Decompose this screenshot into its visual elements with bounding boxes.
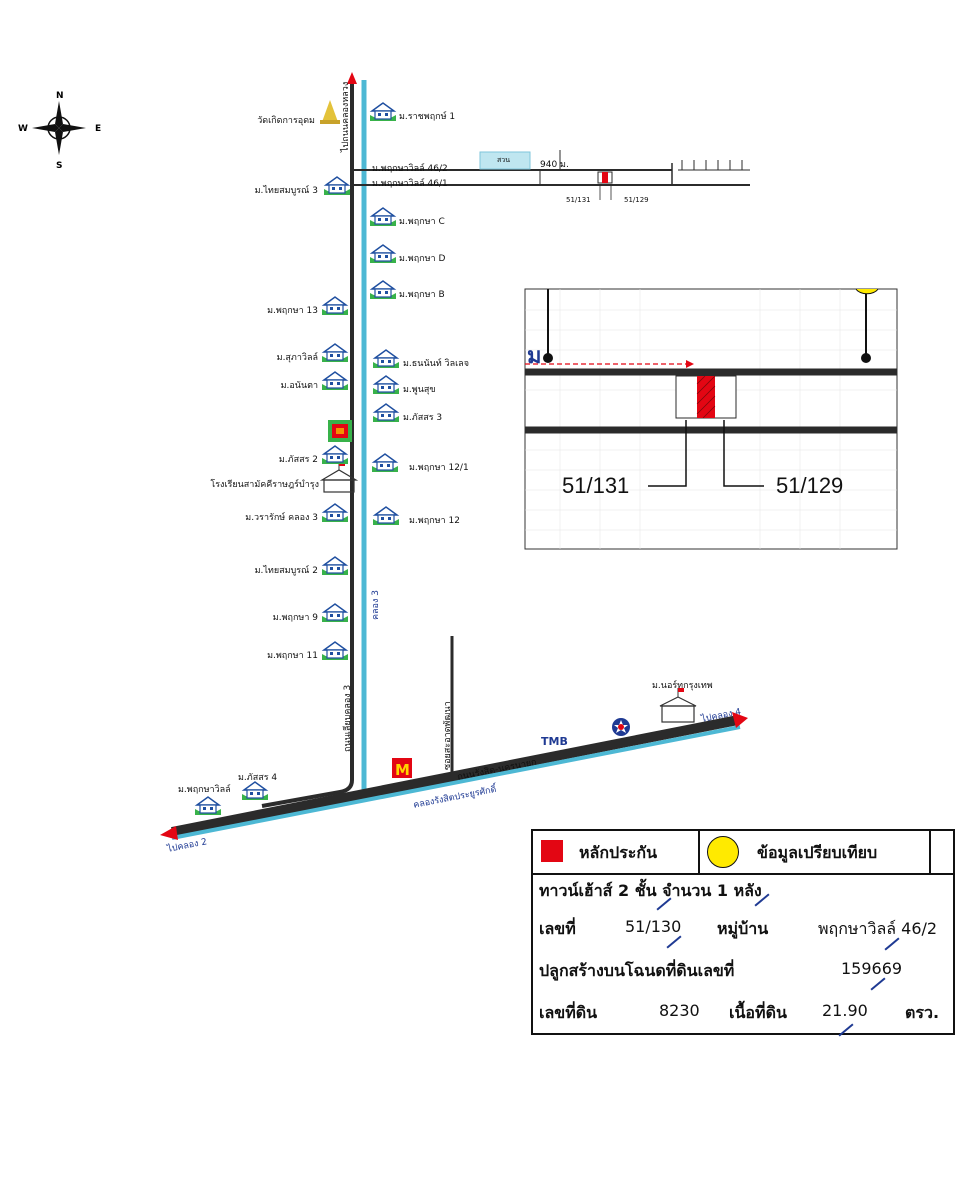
house-icon: [321, 343, 349, 362]
legend-property-type: ทาวน์เฮ้าส์ 2 ชั้น จำนวน 1 หลัง: [539, 881, 762, 900]
compass-n: N: [56, 91, 64, 101]
collateral-swatch-icon: [541, 840, 563, 862]
place-north-bangkok-univ: ม.นอร์ทกรุงเทพ: [652, 681, 713, 691]
location-inset: [524, 288, 898, 550]
arrow-to-2: [160, 826, 178, 840]
legend-no-label: เลขที่: [539, 919, 576, 938]
place-passorn-4: ม.ภัสสร 4: [238, 773, 278, 783]
place-passorn-2: ม.ภัสสร 2: [278, 455, 318, 465]
park-label: สวน: [497, 156, 510, 164]
place-school: โรงเรียนสามัคคีราษฎร์บำรุง: [210, 480, 319, 490]
house-icon: [369, 280, 397, 299]
legend-deed-value: 159669: [841, 959, 903, 978]
road-arrow-up: [347, 72, 357, 84]
inset-plot-b: 51/129: [776, 473, 844, 498]
place-poonsuk: ม.พูนสุข: [403, 385, 436, 395]
legend-header: หลักประกัน ข้อมูลเปรียบเทียบ: [533, 831, 953, 875]
house-icon: [321, 371, 349, 390]
inset-m-label: ม: [527, 344, 542, 369]
house-icon: [241, 781, 269, 800]
house-icon: [372, 375, 400, 394]
place-pruksa-12: ม.พฤกษา 12: [409, 516, 460, 526]
compass-icon: [32, 101, 86, 155]
place-thaisomboon-3: ม.ไทยสมบูรณ์ 3: [254, 186, 318, 196]
place-pruksaville: ม.พฤกษาวิลล์: [178, 785, 231, 795]
temple-icon: [320, 100, 340, 124]
svg-text:M: M: [395, 761, 410, 779]
comparison-swatch-icon: [707, 836, 739, 868]
distance-label: 940 ม.: [540, 160, 569, 170]
legend-village-label: หมู่บ้าน: [717, 919, 769, 938]
place-ratchapruek-1: ม.ราชพฤกษ์ 1: [399, 112, 456, 122]
compass-s: S: [56, 161, 62, 171]
place-wararak: ม.วรารักษ์ คลอง 3: [245, 513, 318, 523]
university-icon: [659, 688, 697, 723]
place-ananta: ม.อนันตา: [280, 381, 318, 391]
main-road: [171, 715, 739, 837]
branch-label-2: ม.พฤกษาวิลล์ 46/1: [372, 179, 448, 189]
legend-no-value: 51/130: [625, 917, 682, 936]
house-icon: [372, 403, 400, 422]
place-pruksa-c: ม.พฤกษา C: [399, 217, 445, 227]
house-icon: [369, 207, 397, 226]
house-icon: [369, 102, 397, 121]
soi-label: ซอยสะอาดพัฒนา: [443, 701, 453, 770]
place-pruksa-11: ม.พฤกษา 11: [267, 651, 318, 661]
place-pruksa-9: ม.พฤกษา 9: [272, 613, 318, 623]
collateral-marker-small: [602, 172, 608, 183]
mcdonalds-icon: M: [392, 758, 412, 779]
house-icon: [321, 503, 349, 522]
house-icon: [321, 445, 349, 464]
main-canal: [171, 725, 741, 840]
arrow-to-4: [732, 712, 748, 728]
road-ends: [678, 160, 750, 171]
legend-deed-label: ปลูกสร้างบนโฉนดที่ดินเลขที่: [539, 961, 735, 980]
house-icon: [372, 349, 400, 368]
place-supawill: ม.สุภาวิลล์: [276, 353, 318, 363]
gas-station-icon: [612, 718, 630, 736]
place-pruksa-13: ม.พฤกษา 13: [267, 306, 318, 316]
plot-label-a: 51/131: [566, 196, 591, 204]
house-icon: [321, 556, 349, 575]
place-pruksa-b: ม.พฤกษา B: [399, 290, 445, 300]
house-icon: [369, 244, 397, 263]
legend-area-unit: ตรว.: [905, 1003, 940, 1022]
legend-land-no-label: เลขที่ดิน: [539, 1003, 598, 1022]
place-pruksa-d: ม.พฤกษา D: [399, 254, 446, 264]
park: [479, 151, 531, 170]
canal-label-vertical: คลอง 3: [371, 590, 381, 620]
place-passorn-3: ม.ภัสสร 3: [403, 413, 443, 423]
place-thananan: ม.ธนนันท์ วิลเลจ: [403, 359, 469, 369]
compass-e: E: [95, 124, 101, 134]
road-vertical: [261, 82, 354, 808]
legend-land-no-value: 8230: [659, 1001, 700, 1020]
house-icon: [323, 176, 351, 195]
legend-comparison: ข้อมูลเปรียบเทียบ: [757, 843, 878, 862]
compass-w: W: [18, 124, 28, 134]
plot-label-b: 51/129: [624, 196, 649, 204]
road-label-vertical: ไปถนนคลองหลวง: [341, 81, 351, 152]
house-icon: [372, 506, 400, 525]
legend-box: หลักประกัน ข้อมูลเปรียบเทียบ ทาวน์เฮ้าส์…: [531, 829, 955, 1037]
legend-village-value: พฤกษาวิลล์ 46/2: [818, 919, 938, 938]
seven-eleven-icon: [328, 420, 352, 442]
house-icon: [321, 296, 349, 315]
branch-label-1: ม.พฤกษาวิลล์ 46/2: [372, 164, 448, 174]
road-label-vertical-2: ถนนเลียบคลอง 3: [343, 684, 353, 752]
inset-plot-a: 51/131: [562, 473, 630, 498]
house-icon: [321, 603, 349, 622]
legend-area-label: เนื้อที่ดิน: [729, 1003, 787, 1022]
place-thaisomboon-2: ม.ไทยสมบูรณ์ 2: [254, 566, 318, 576]
place-wat: วัดเกิดการอุดม: [257, 116, 315, 126]
house-icon: [321, 641, 349, 660]
house-icon: [371, 453, 399, 472]
legend-area-value: 21.90: [822, 1001, 868, 1020]
house-icon: [194, 796, 222, 815]
place-pruksa-12-1: ม.พฤกษา 12/1: [409, 463, 469, 473]
legend-collateral: หลักประกัน: [579, 843, 658, 862]
tmb-logo: TMB: [541, 735, 568, 748]
